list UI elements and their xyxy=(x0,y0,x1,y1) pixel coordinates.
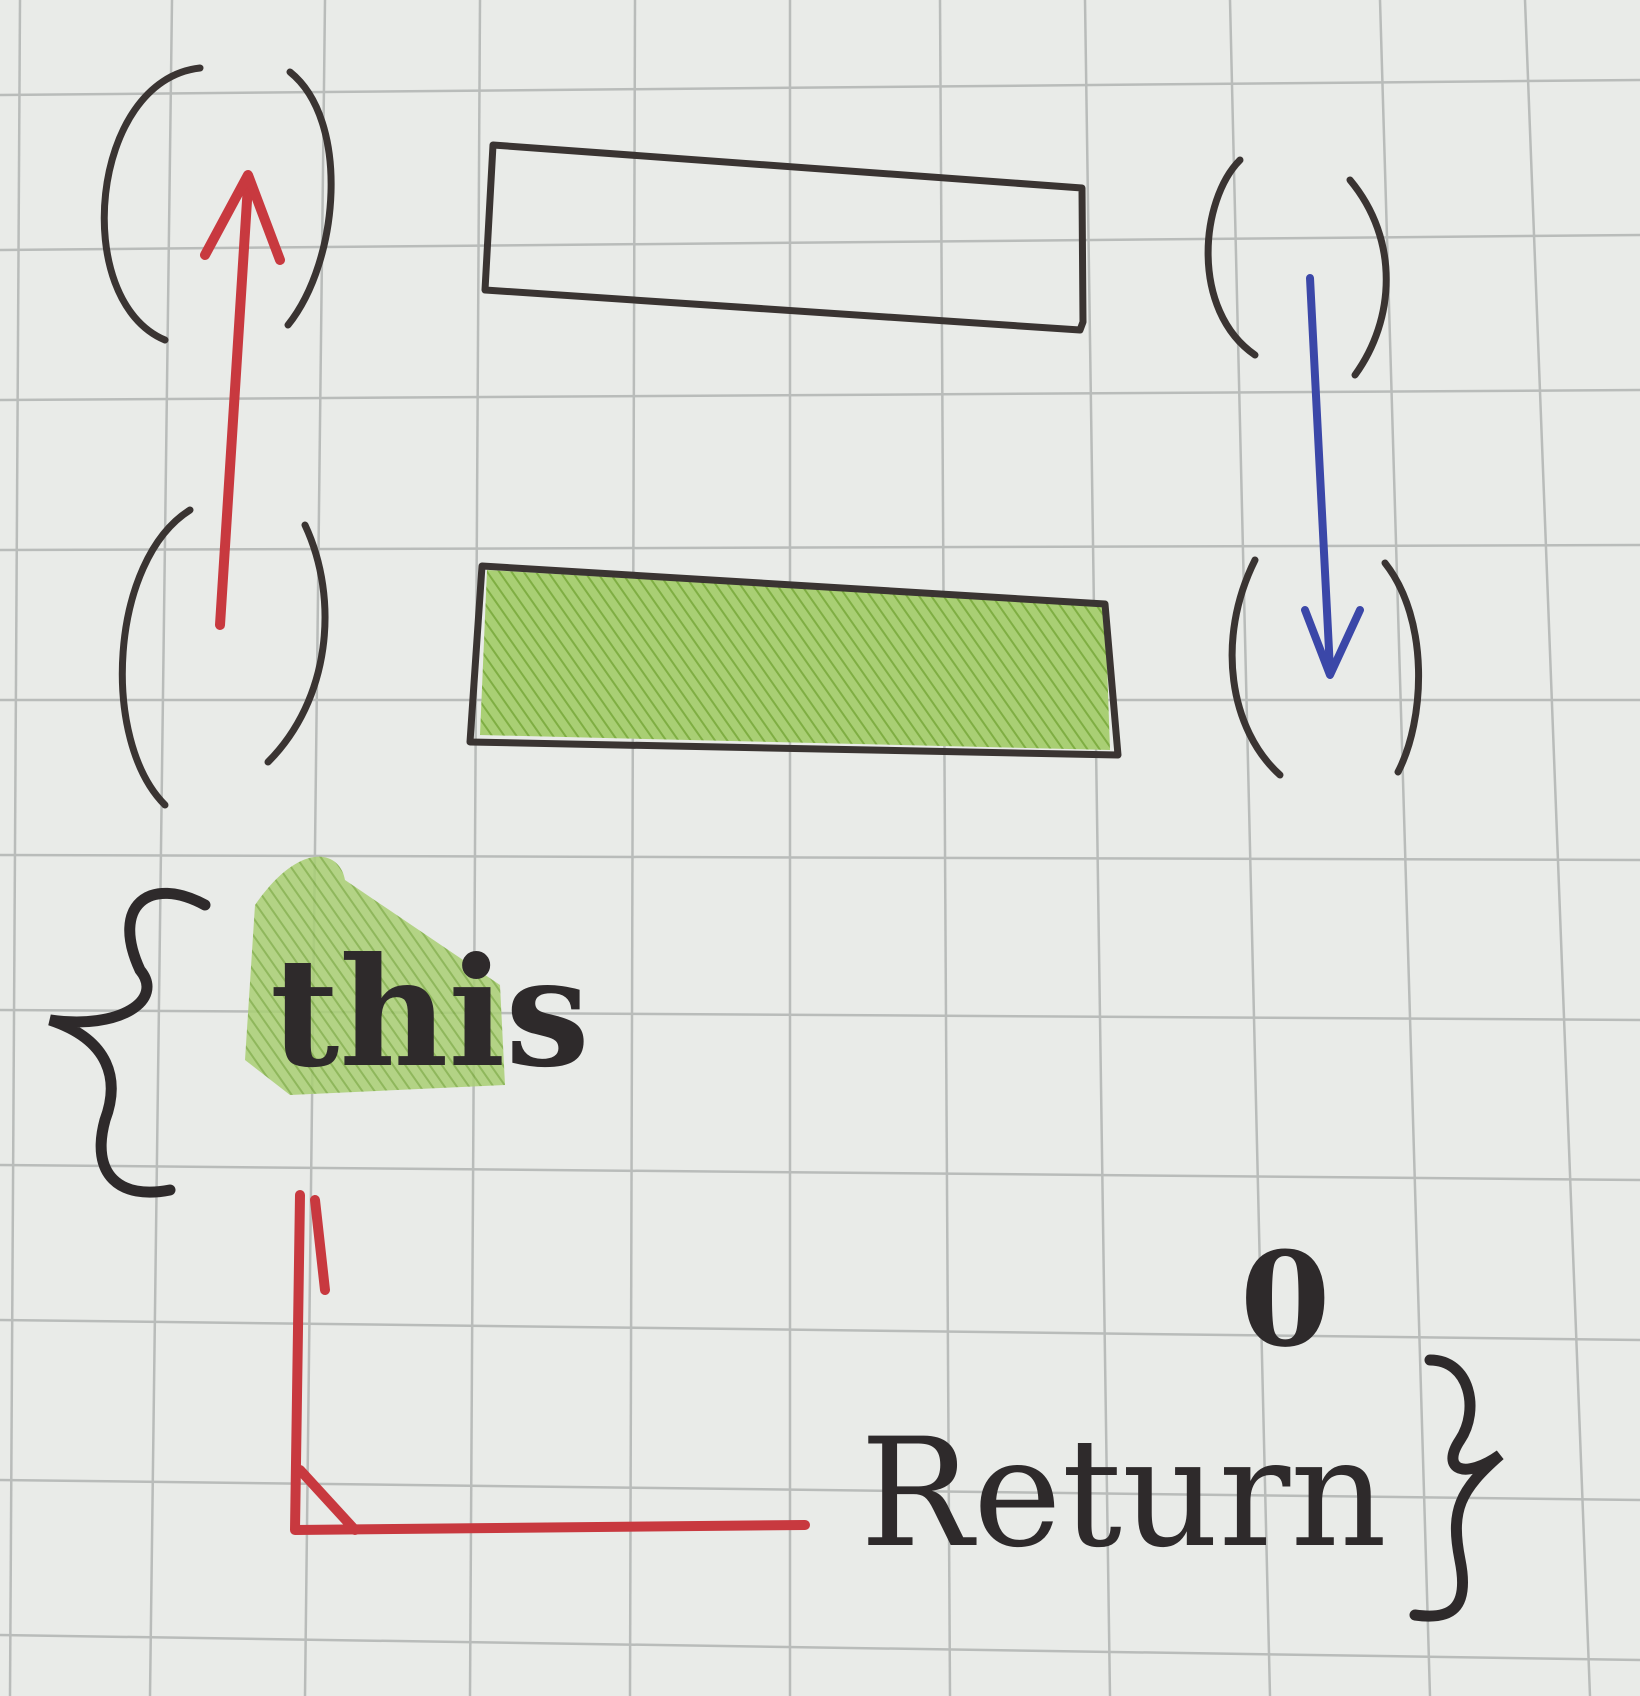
highlighted-rectangle xyxy=(466,562,1122,759)
left-paren-top-right xyxy=(1204,156,1259,359)
zero-label: 0 xyxy=(1240,1223,1330,1376)
return-label: Return xyxy=(860,1407,1387,1581)
this-highlight xyxy=(245,856,505,1095)
empty-rectangle xyxy=(481,141,1087,334)
left-paren-middle-left xyxy=(118,506,194,809)
left-curly-brace xyxy=(48,887,211,1198)
right-paren-top-right xyxy=(1346,176,1390,379)
right-curly-brace xyxy=(1409,1354,1504,1622)
this-label: this xyxy=(270,925,590,1101)
red-up-arrow-icon xyxy=(200,170,285,630)
right-paren-top-left xyxy=(284,68,335,329)
left-paren-top-left xyxy=(100,64,204,344)
red-l-shaped-return-line xyxy=(290,1190,810,1535)
blue-down-arrow-icon xyxy=(1301,274,1364,679)
right-paren-middle-right xyxy=(1381,559,1422,776)
right-paren-middle-left xyxy=(264,521,329,766)
left-paren-middle-right xyxy=(1228,556,1284,779)
